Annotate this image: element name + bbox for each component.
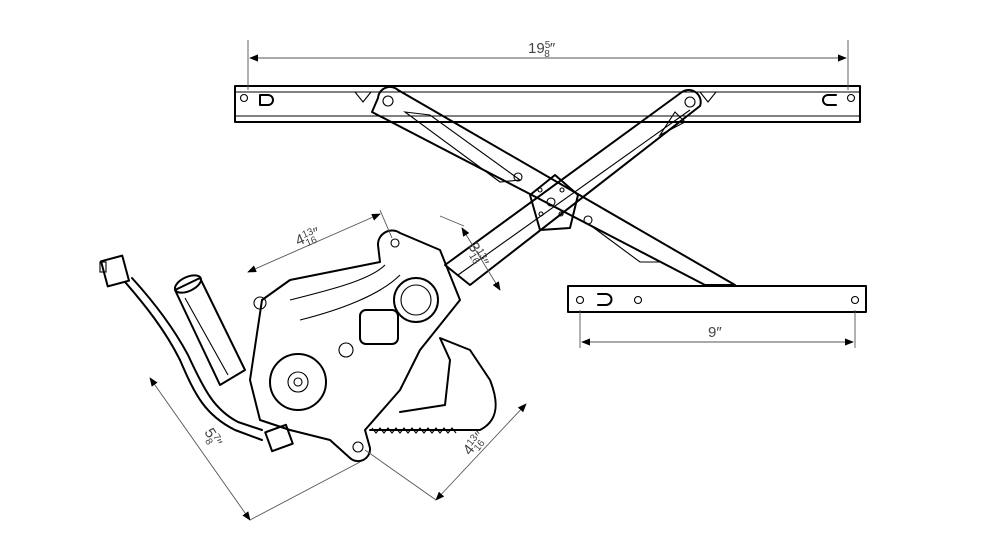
svg-text:41316″: 41316″: [293, 224, 324, 252]
dimension-plate-height: 31316″: [439, 215, 501, 291]
lower-rail: [567, 285, 867, 313]
whole: 19: [528, 40, 545, 57]
whole: 9: [708, 324, 716, 341]
wire-harness: [99, 254, 263, 441]
numerator: 5: [545, 40, 551, 51]
pivot-plate: [529, 174, 579, 231]
dimension-sector-width: 41316″: [364, 403, 527, 501]
dimension-plate-width: 41316″: [247, 209, 393, 273]
svg-text:41316″: 41316″: [460, 428, 492, 460]
unit: ″: [716, 324, 722, 341]
top-rail: [234, 85, 861, 123]
motor: [173, 274, 294, 453]
svg-text:578″: 578″: [198, 425, 225, 452]
dimension-lower-rail: 9″: [579, 310, 856, 348]
svg-text:31316″: 31316″: [462, 240, 492, 272]
svg-text:9″: 9″: [708, 324, 722, 341]
denominator: 8: [544, 49, 550, 60]
unit: ″: [550, 40, 556, 57]
